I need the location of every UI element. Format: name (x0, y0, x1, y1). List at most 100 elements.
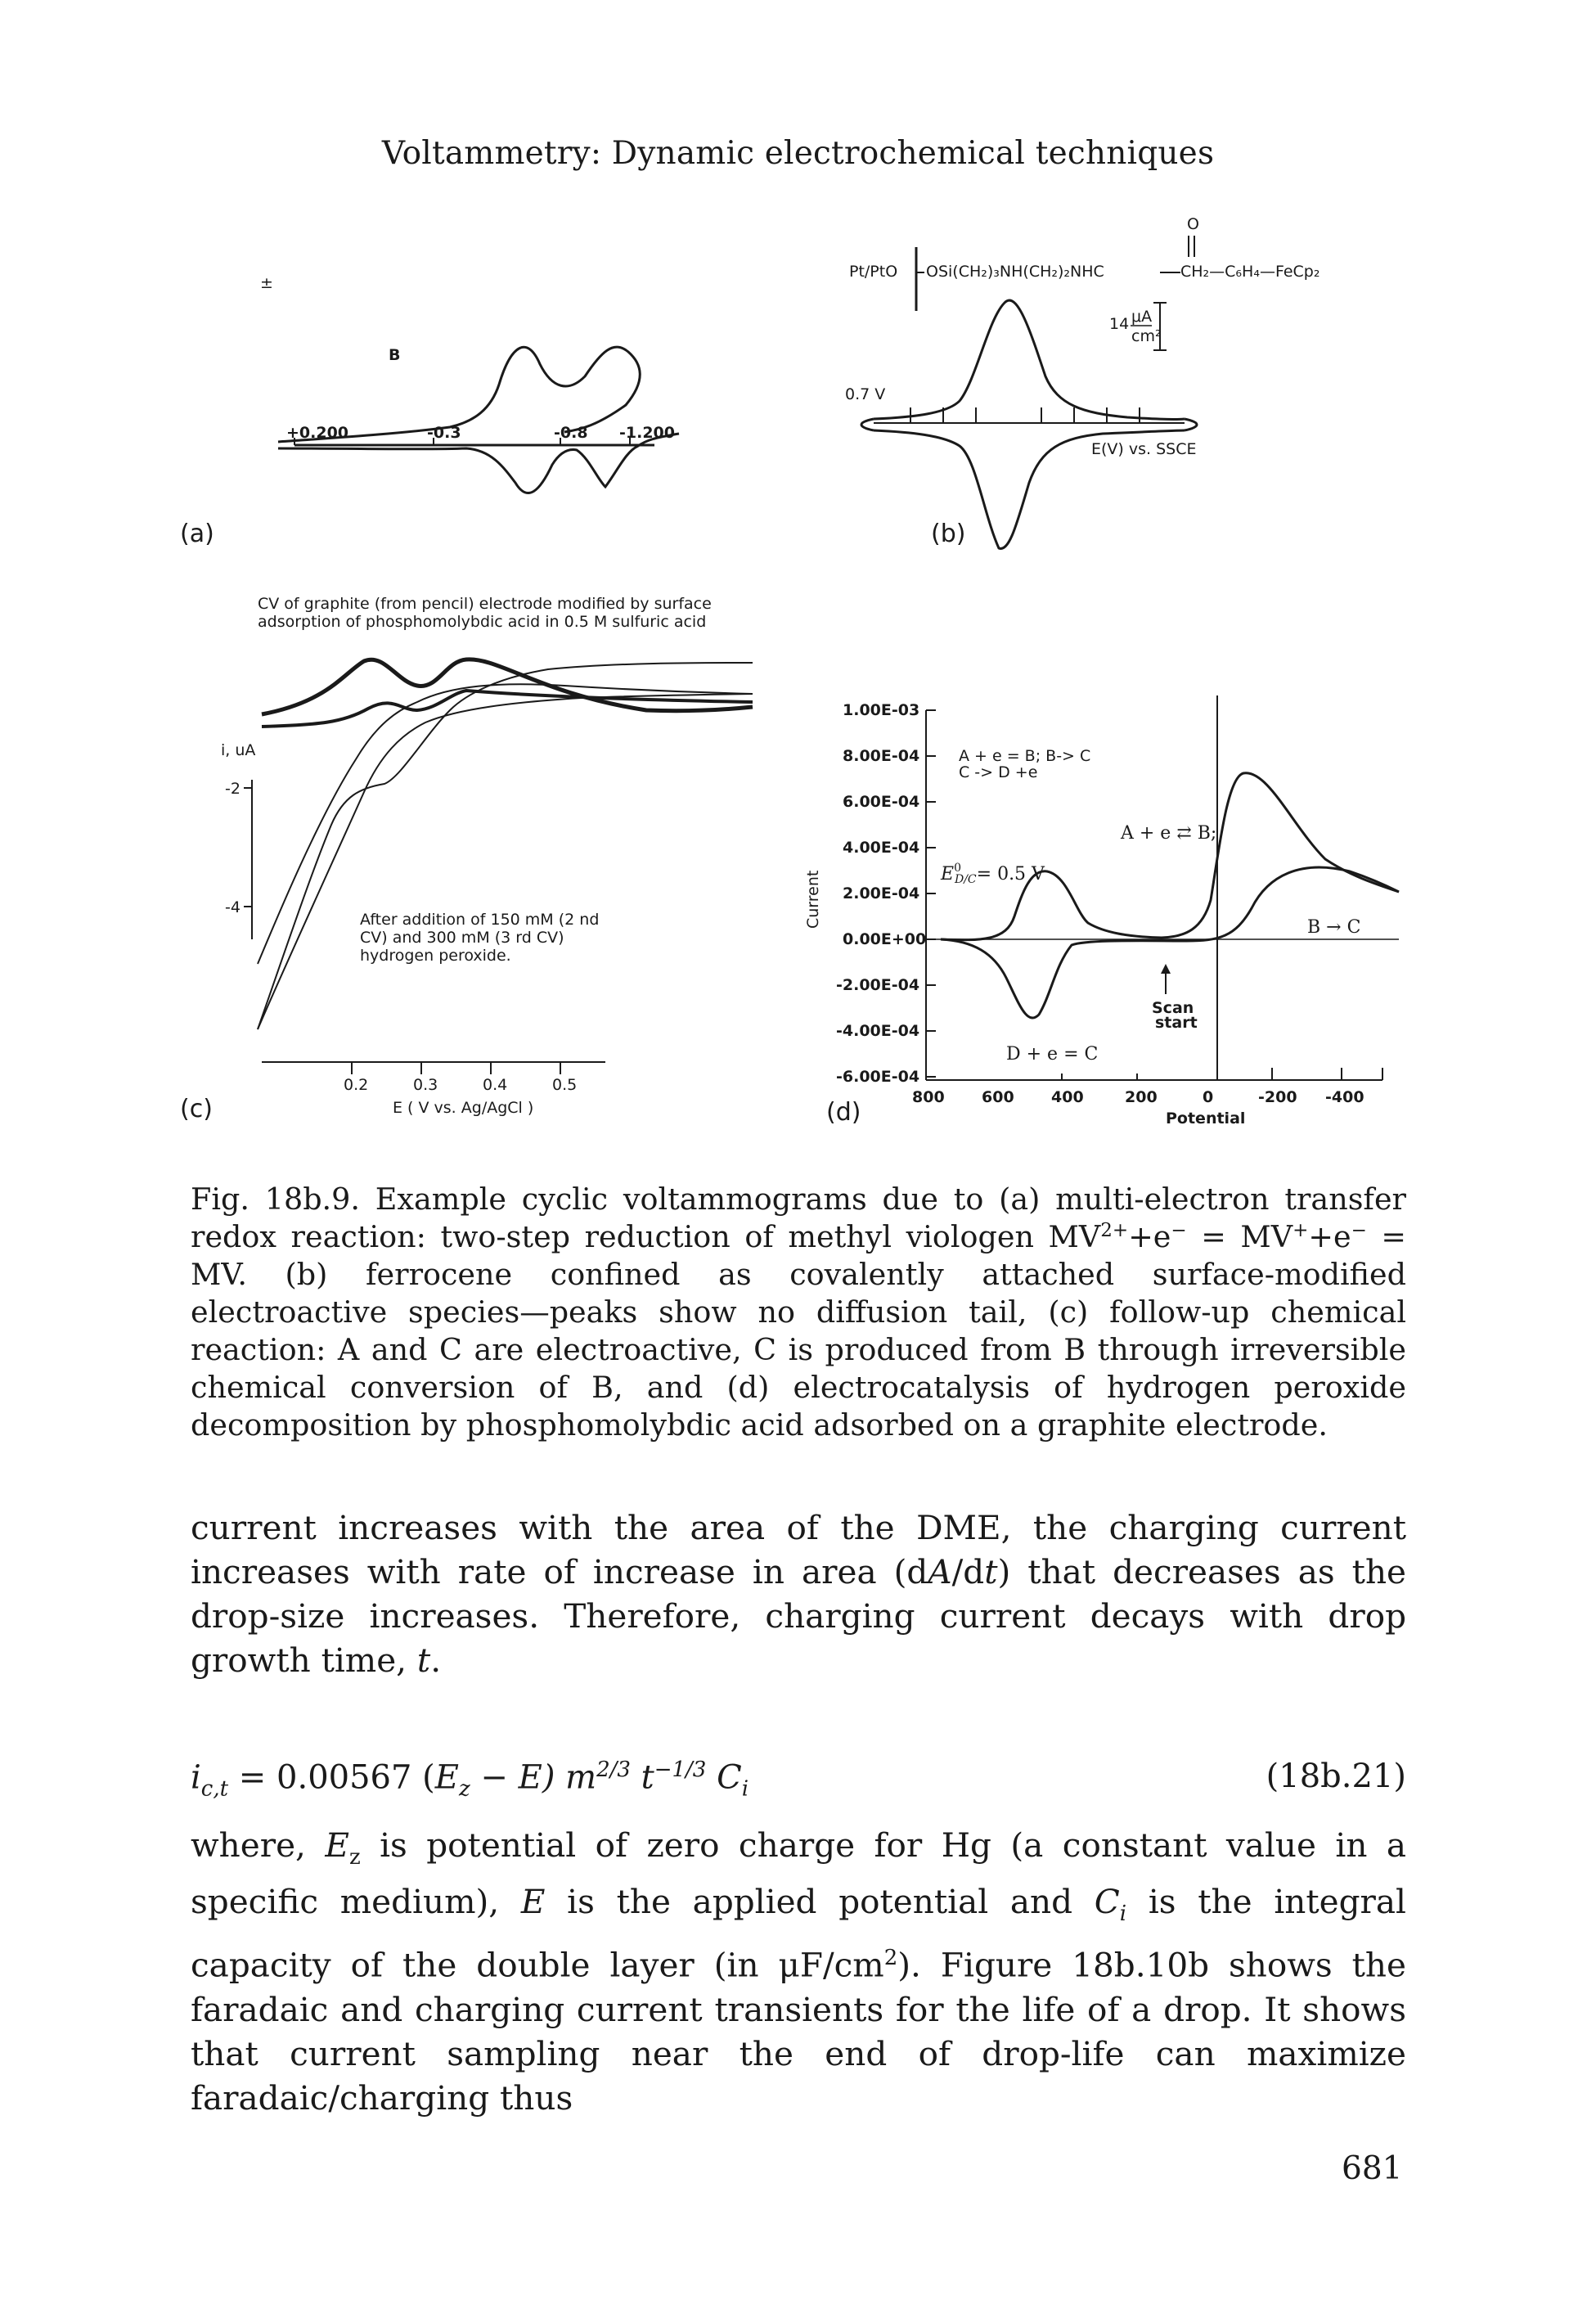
panel-b-scale-unit-den: cm² (1131, 327, 1162, 345)
paragraph-2: where, Ez is potential of zero charge fo… (191, 1823, 1406, 2120)
eq-m-sup: 2/3 (596, 1758, 631, 1782)
panel-d-ytick-5: 2.00E-04 (843, 884, 919, 902)
caption-text-5: = MV. (b) ferrocene confined as covalent… (191, 1219, 1406, 1443)
panel-c-ytick-1: -2 (225, 780, 241, 798)
panel-d-ytick-7: -2.00E-04 (836, 976, 919, 994)
panel-b-start-potential: 0.7 V (845, 385, 885, 403)
caption-sup-2: − (1171, 1219, 1187, 1241)
panel-a-plot: ± B +0.200 -0.3 -0.8 -1.200 (260, 274, 680, 494)
panel-d-ytick-1: 1.00E-03 (843, 701, 919, 719)
panel-b-scale-value: 14 (1109, 315, 1129, 333)
caption-text-3: = MV (1186, 1219, 1293, 1254)
panel-c-title-line1: CV of graphite (from pencil) electrode m… (258, 595, 712, 613)
panel-d-xtick-3: 400 (1051, 1088, 1084, 1106)
caption-text-2: +e (1128, 1219, 1171, 1254)
panel-b-cv-lower (873, 429, 1185, 550)
panel-c-plot: CV of graphite (from pencil) electrode m… (221, 595, 753, 1117)
panel-b-scale-unit-num: μA (1131, 308, 1152, 326)
panel-b-formula-prefix: Pt/PtO (849, 263, 897, 281)
panel-d: 1.00E-03 8.00E-04 6.00E-04 4.00E-04 2.00… (777, 695, 1432, 1170)
panel-d-e0-sub: D/C (954, 873, 977, 886)
panel-a-scale-symbol: ± (260, 274, 273, 292)
panel-d-ytick-9: -6.00E-04 (836, 1068, 919, 1086)
panel-a-tick-2: -0.3 (427, 424, 461, 442)
figure-caption: Fig. 18b.9. Example cyclic voltammograms… (191, 1181, 1406, 1444)
panel-c-title-line2: adsorption of phosphomolybdic acid in 0.… (258, 613, 706, 631)
panel-d-scan-start-line1: Scan (1152, 999, 1194, 1017)
panel-c-xtick-2: 0.3 (413, 1076, 438, 1094)
paragraph-2-var-e: E (520, 1882, 546, 1922)
paragraph-1-text-1: current increases with the area of the D… (191, 1508, 1406, 1591)
panel-a-tick-4: -1.200 (619, 424, 675, 442)
paragraph-2-var-ez: E (325, 1825, 349, 1865)
paragraph-1-text-2: /d (951, 1552, 985, 1591)
panel-b-plot: Pt/PtO OSi(CH₂)₃NH(CH₂)₂NHC O CH₂—C₆H₄—F… (845, 215, 1320, 550)
eq-lhs-sub: c,t (200, 1776, 229, 1802)
panel-a-tick-3: -0.8 (554, 424, 588, 442)
panel-d-ytick-4: 4.00E-04 (843, 839, 919, 857)
panel-c-cv-3-return (257, 662, 753, 1030)
eq-const: = 0.00567 ( (228, 1758, 435, 1797)
panel-a-label: (a) (180, 520, 214, 548)
eq-minus-e: − E) m (470, 1758, 597, 1797)
panel-b-carbonyl-o: O (1187, 215, 1199, 233)
paragraph-2-text-3: is the applied potential and (545, 1882, 1095, 1922)
panel-d-xtick-6: -200 (1258, 1088, 1297, 1106)
panel-d-legend-line1: A + e = B; B-> C (959, 747, 1090, 765)
caption-label: Fig. 18b.9. (191, 1182, 360, 1217)
paragraph-2-var-ci: C (1094, 1882, 1120, 1922)
panel-b: Pt/PtO OSi(CH₂)₃NH(CH₂)₂NHC O CH₂—C₆H₄—F… (767, 188, 1432, 573)
panel-c-xtick-4: 0.5 (552, 1076, 577, 1094)
panel-c-cv-3 (257, 693, 753, 1030)
panel-d-xtick-5: 0 (1203, 1088, 1213, 1106)
paragraph-1-italic-1: A (928, 1552, 952, 1591)
eq-lhs: i (191, 1758, 201, 1797)
panel-d-reaction-ab: A + e ⇄ B; (1120, 823, 1216, 844)
paragraph-2-var-ez-sub: z (348, 1845, 361, 1870)
panel-a: ± B +0.200 -0.3 -0.8 -1.200 (a) (155, 188, 826, 573)
panel-d-ytick-6: 0.00E+00 (843, 930, 926, 948)
caption-sup-3: + (1293, 1219, 1309, 1241)
panel-d-xtick-1: 800 (912, 1088, 945, 1106)
eq-t: t (630, 1758, 654, 1797)
panel-c-annotation-line3: hydrogen peroxide. (360, 947, 511, 965)
panel-d-ytick-3: 6.00E-04 (843, 793, 919, 811)
equation-number: (18b.21) (1266, 1758, 1406, 1795)
figure-18b-9: ± B +0.200 -0.3 -0.8 -1.200 (a) Pt/PtO O… (155, 188, 1432, 1170)
eq-t-sup: −1/3 (654, 1758, 707, 1782)
panel-d-ylabel: Current (804, 871, 822, 929)
panel-a-cv-upper (277, 345, 641, 443)
caption-text-1: Example cyclic voltammograms due to (a) … (191, 1182, 1406, 1254)
panel-d-xtick-7: -400 (1325, 1088, 1364, 1106)
panel-d-plot: 1.00E-03 8.00E-04 6.00E-04 4.00E-04 2.00… (804, 695, 1400, 1127)
panel-d-e0-sup: 0 (954, 862, 961, 875)
panel-c-cv-1-return (261, 688, 753, 728)
paragraph-1-italic-2: t (984, 1552, 998, 1591)
paragraph-1: current increases with the area of the D… (191, 1506, 1406, 1682)
paragraph-2-text-4: is the integral capacity of the double l… (191, 1882, 1406, 1985)
panel-a-cv-lower (277, 432, 680, 494)
paragraph-1-text-3: ) that decreases as the drop-size increa… (191, 1552, 1406, 1680)
panel-d-scan-start-line2: start (1155, 1014, 1198, 1032)
panel-c-xlabel: E ( V vs. Ag/AgCl ) (393, 1099, 533, 1117)
panel-c-xtick-3: 0.4 (483, 1076, 507, 1094)
eq-ci-sub: i (741, 1776, 749, 1802)
panel-d-xlabel: Potential (1166, 1109, 1245, 1127)
caption-text-4: +e (1308, 1219, 1351, 1254)
paragraph-1-text-4: . (430, 1641, 442, 1680)
caption-sup-4: − (1351, 1219, 1367, 1241)
panel-c-ylabel: i, uA (221, 741, 255, 759)
panel-c-cv-1 (261, 657, 753, 717)
paragraph-1-italic-3: t (416, 1641, 431, 1680)
panel-b-formula-tail: CH₂—C₆H₄—FeCp₂ (1180, 263, 1320, 281)
paragraph-2-var-ci-sub: i (1119, 1902, 1127, 1927)
paragraph-2-text-5: ). Figure 18b.10b shows the faradaic and… (191, 1945, 1406, 2118)
panel-c-label: (c) (180, 1095, 213, 1123)
paragraph-2-sup: 2 (883, 1946, 898, 1971)
caption-sup-1: 2+ (1100, 1219, 1129, 1241)
panel-d-e0-symbol: E (940, 864, 954, 884)
eq-ez: E (434, 1758, 459, 1797)
panel-b-cv-upper (873, 299, 1185, 421)
panel-c-ytick-2: -4 (225, 898, 241, 916)
panel-d-cv-main (940, 772, 1400, 942)
